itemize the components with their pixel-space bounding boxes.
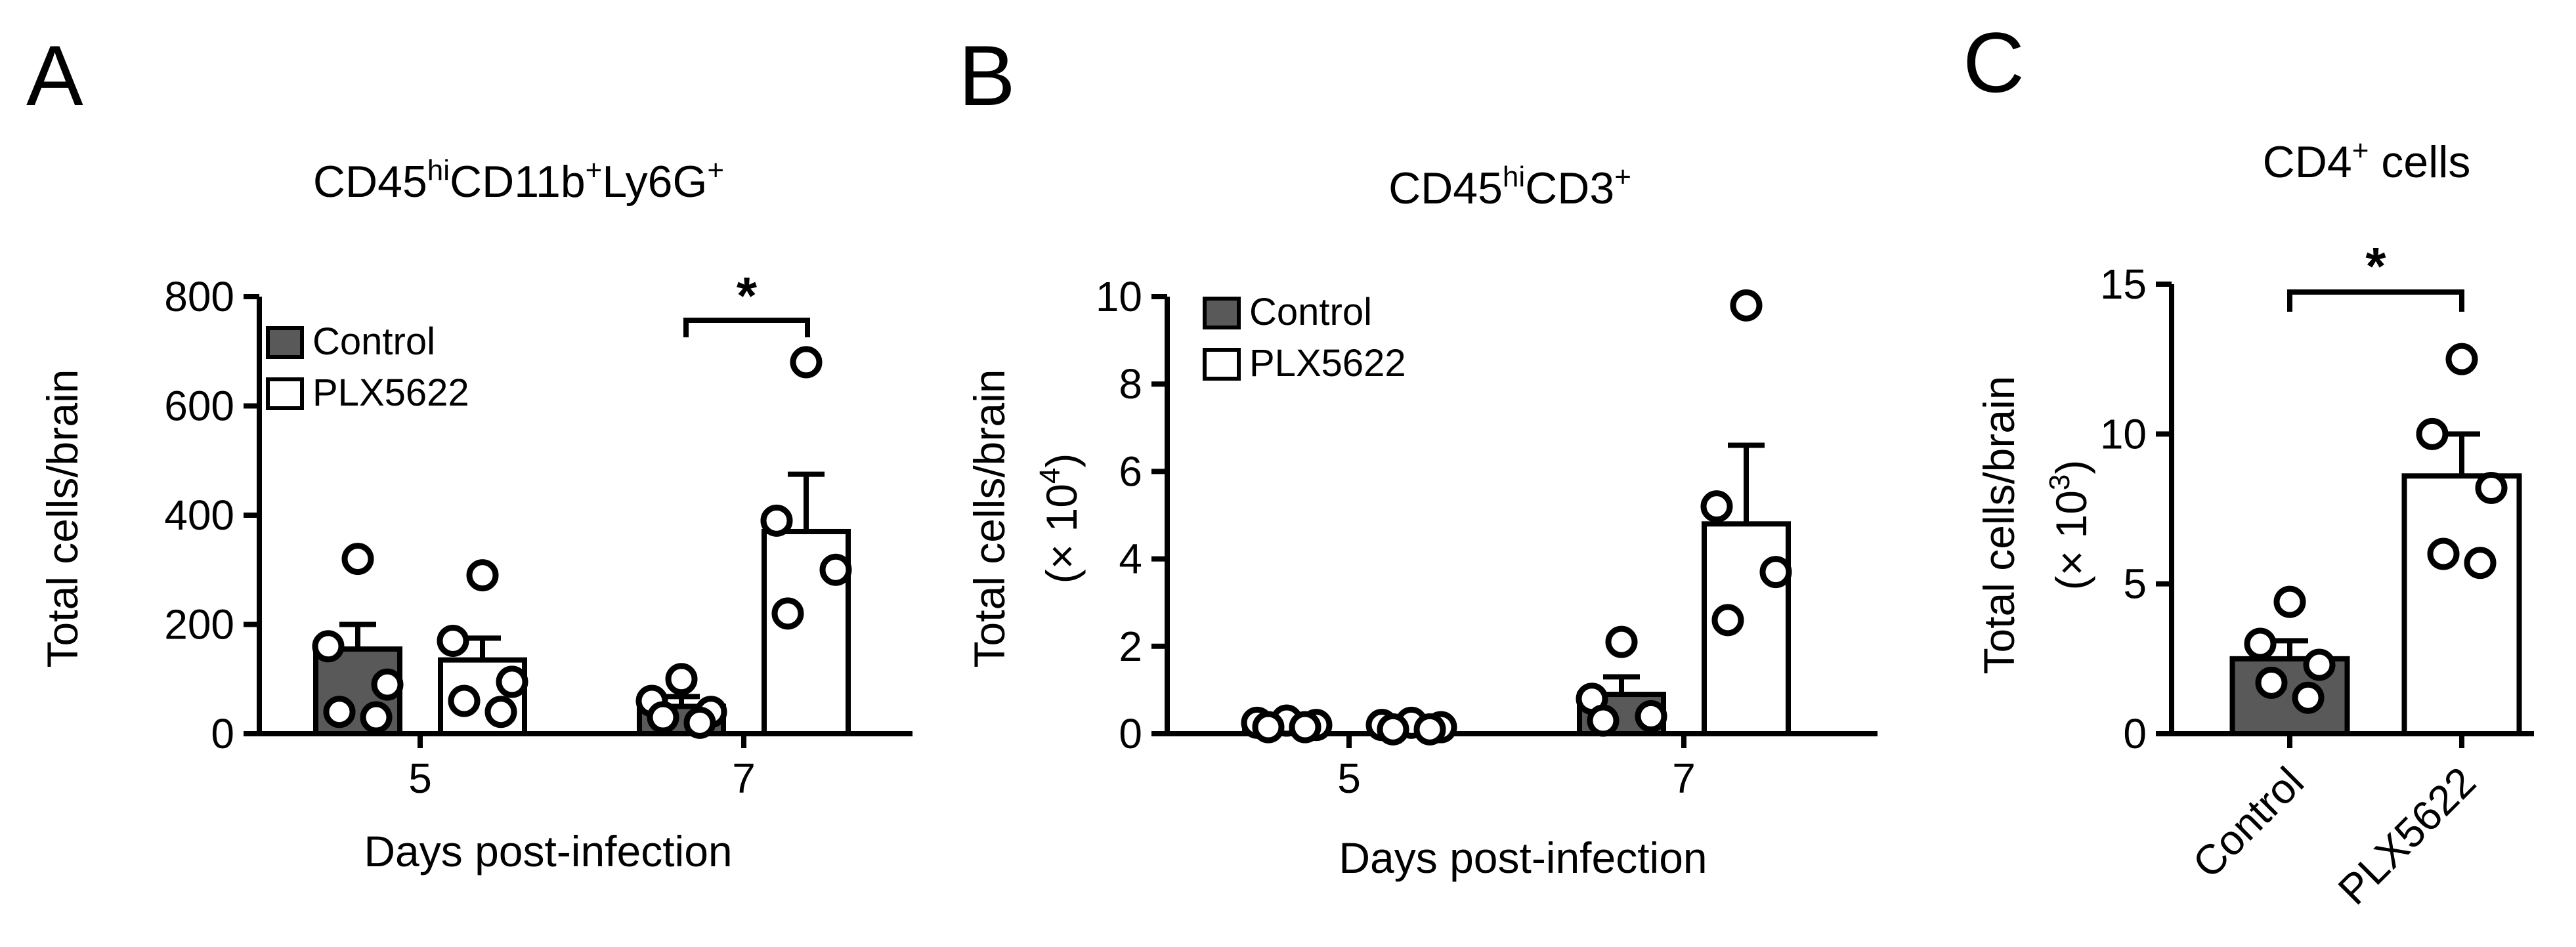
panel-c-title: CD4+ cells	[2263, 135, 2471, 187]
panel-b-ylabel: Total cells/brain	[965, 369, 1014, 668]
panel-a-data-point	[790, 346, 823, 379]
panel-a-y-tick-label: 600	[164, 383, 234, 430]
panel-a: A CD45hiCD11b+Ly6G+ Total cells/brain Da…	[26, 28, 912, 875]
panel-a-data-point	[819, 553, 852, 586]
panel-c-data-point	[2292, 681, 2325, 714]
panel-a-data-point	[647, 701, 679, 734]
panel-a-data-point	[323, 696, 356, 728]
panel-c-significance-bracket	[2287, 289, 2464, 312]
panel-a-data-point	[448, 684, 481, 717]
panel-b-legend-swatch-plx	[1203, 348, 1241, 381]
panel-a-data-point	[466, 559, 499, 592]
panel-c-y-tick-label: 0	[2123, 710, 2147, 757]
panel-b-data-point	[1700, 490, 1733, 523]
panel-c-y-tick-label: 5	[2123, 560, 2147, 608]
panel-a-bar	[762, 528, 851, 736]
panel-b-data-point	[1711, 604, 1744, 637]
panel-b-y-tick-label: 2	[1119, 623, 1142, 670]
panel-c-data-point	[2464, 547, 2497, 579]
panel-b-data-point	[1252, 711, 1285, 744]
panel-b-title: CD45hiCD3+	[1388, 161, 1631, 213]
panel-c-data-point	[2273, 585, 2306, 618]
panel-a-y-tick-label: 800	[164, 273, 234, 320]
panel-a-xlabel: Days post-infection	[364, 827, 732, 875]
panel-b-x-tick-label: 5	[1337, 755, 1361, 802]
panel-c-significance-star: *	[2365, 237, 2386, 295]
panel-a-data-point	[484, 696, 517, 728]
panel-a-data-point	[360, 701, 393, 734]
panel-b-ylabel-unit: (× 104)	[1034, 453, 1086, 584]
panel-letter-a: A	[26, 28, 83, 123]
panel-c-data-point	[2475, 472, 2508, 505]
panel-a-data-point	[496, 665, 528, 698]
panel-c-y-tick-label: 15	[2100, 261, 2147, 308]
panel-b-y-tick-label: 0	[1119, 710, 1142, 757]
panel-b-data-point	[1289, 711, 1321, 744]
panel-a-y-tick-label: 0	[211, 710, 234, 757]
panel-a-x-tick-label: 5	[408, 755, 432, 802]
panel-c-x-tick-label: PLX5622	[2329, 758, 2485, 914]
panel-b-legend-label-plx: PLX5622	[1249, 342, 1406, 385]
panel-b-data-point	[1605, 625, 1638, 658]
panel-c-data-point	[2427, 537, 2460, 570]
panel-c-data-point	[2244, 627, 2277, 660]
panel-a-data-point	[683, 706, 716, 739]
panel-c-data-point	[2255, 666, 2288, 699]
panel-c-x-tick-label: Control	[2183, 758, 2313, 887]
panel-b-data-point	[1730, 289, 1763, 322]
panel-a-data-point	[437, 624, 469, 657]
panel-b-data-point	[1377, 713, 1409, 746]
panel-c: C CD4+ cells Total cells/brain (× 103) 0…	[1963, 14, 2534, 914]
panel-c-data-point	[2303, 648, 2336, 681]
panel-c-ylabel: Total cells/brain	[1975, 376, 2023, 675]
panel-b-legend-label-control: Control	[1249, 291, 1372, 333]
panel-a-y-tick-label: 200	[164, 601, 234, 648]
panel-b-y-tick-label: 10	[1096, 273, 1142, 320]
panel-b-y-tick-label: 8	[1119, 360, 1142, 408]
panel-b-x-tick-label: 7	[1672, 755, 1696, 802]
panel-a-legend-swatch-control	[266, 326, 304, 359]
panel-c-data-point	[2416, 417, 2449, 450]
panel-a-data-point	[341, 543, 374, 576]
panel-a-significance-star: *	[737, 266, 758, 325]
panel-c-bar	[2229, 656, 2350, 736]
panel-a-data-point	[771, 597, 804, 630]
panel-b-y-tick-label: 4	[1119, 536, 1142, 583]
panel-a-data-point	[760, 504, 793, 537]
panel-a-legend-swatch-plx	[266, 377, 304, 410]
panel-b-data-point	[1635, 700, 1667, 732]
panel-c-data-point	[2445, 343, 2478, 375]
panel-c-bar	[2401, 473, 2522, 736]
panel-a-title: CD45hiCD11b+Ly6G+	[313, 154, 724, 207]
panel-b-data-point	[1413, 713, 1446, 746]
panel-a-data-point	[312, 630, 345, 663]
panel-letter-c: C	[1963, 14, 2025, 110]
panel-b-data-point	[1759, 556, 1792, 589]
panel-c-y-tick-label: 10	[2100, 410, 2147, 457]
panel-a-x-tick-label: 7	[732, 755, 756, 802]
panel-c-ylabel-unit: (× 103)	[2044, 460, 2095, 591]
panel-b-data-point	[1587, 704, 1620, 737]
panel-b: B CD45hiCD3+ Total cells/brain (× 104) D…	[958, 28, 1878, 882]
panel-b-y-tick-label: 6	[1119, 448, 1142, 495]
panel-b-legend-swatch-control	[1203, 297, 1241, 329]
panel-b-xlabel: Days post-infection	[1339, 833, 1707, 882]
panel-a-ylabel: Total cells/brain	[38, 369, 87, 668]
panel-a-y-tick-label: 400	[164, 492, 234, 539]
panel-a-data-point	[665, 663, 698, 696]
panel-a-data-point	[371, 668, 404, 701]
panel-letter-b: B	[958, 28, 1016, 123]
panel-a-legend-label-control: Control	[312, 320, 435, 363]
panel-a-significance-bracket	[683, 318, 810, 337]
panel-a-legend-label-plx: PLX5622	[312, 371, 469, 414]
